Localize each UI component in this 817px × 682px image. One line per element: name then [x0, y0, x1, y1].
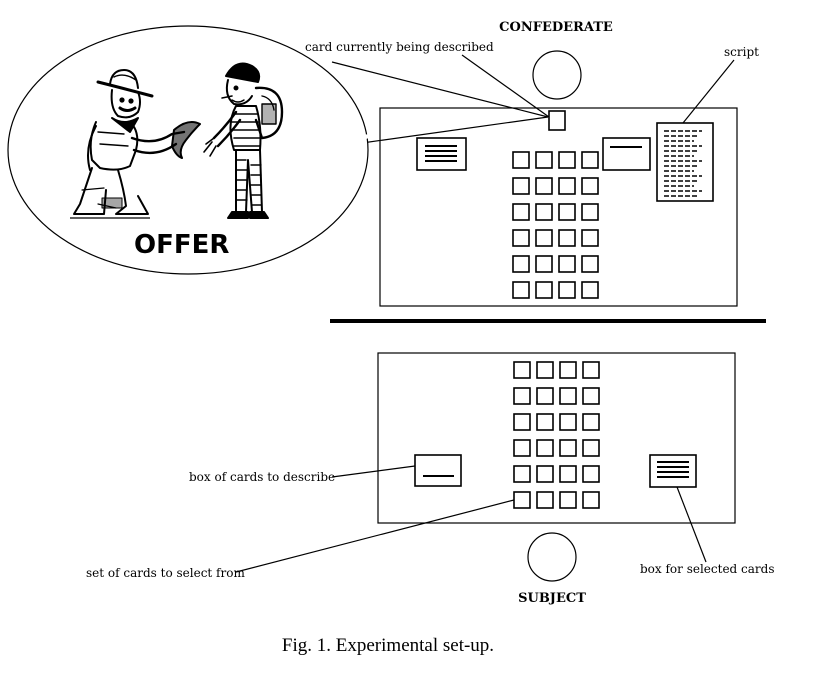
- grid-card: [535, 203, 553, 221]
- grid-card: [535, 229, 553, 247]
- label-card-current: card currently being described: [305, 40, 494, 54]
- subject-label: SUBJECT: [518, 591, 586, 606]
- grid-card: [536, 465, 554, 483]
- confederate-table: [379, 107, 738, 307]
- grid-card: [582, 361, 600, 379]
- grid-card: [536, 413, 554, 431]
- subject-table: [377, 352, 736, 524]
- grid-card: [535, 281, 553, 299]
- leader-box-describe: [331, 465, 416, 478]
- grid-card: [513, 361, 531, 379]
- grid-card: [581, 255, 599, 273]
- grid-card: [512, 177, 530, 195]
- subject-describe-box: [414, 454, 462, 487]
- grid-card: [581, 281, 599, 299]
- grid-card: [558, 229, 576, 247]
- grid-card: [582, 439, 600, 457]
- grid-card: [558, 151, 576, 169]
- illustration-bubble: [7, 25, 549, 275]
- hiker-figure: [203, 62, 284, 219]
- cowboy-figure: [73, 69, 201, 215]
- grid-card: [582, 387, 600, 405]
- grid-card: [536, 387, 554, 405]
- grid-card: [536, 361, 554, 379]
- label-box-describe: box of cards to describe: [189, 470, 335, 484]
- label-set-select: set of cards to select from: [86, 566, 245, 580]
- subject-seat: [527, 532, 577, 582]
- script-sheet: [656, 122, 714, 202]
- grid-card: [558, 177, 576, 195]
- subject-card-grid: [513, 361, 600, 509]
- grid-card: [559, 465, 577, 483]
- grid-card: [513, 413, 531, 431]
- grid-card: [513, 465, 531, 483]
- leader-card-current: [461, 54, 550, 118]
- grid-card: [536, 491, 554, 509]
- grid-card: [512, 281, 530, 299]
- grid-card: [581, 177, 599, 195]
- grid-card: [581, 229, 599, 247]
- grid-card: [513, 439, 531, 457]
- leader-script: [682, 59, 735, 124]
- grid-card: [581, 151, 599, 169]
- subject-selected-box: [649, 454, 697, 488]
- grid-card: [559, 439, 577, 457]
- grid-card: [536, 439, 554, 457]
- confederate-seat: [532, 50, 582, 100]
- grid-card: [513, 491, 531, 509]
- confederate-card-box: [416, 137, 467, 171]
- grid-card: [512, 229, 530, 247]
- figure-caption: Fig. 1. Experimental set-up.: [282, 635, 494, 656]
- grid-card: [582, 491, 600, 509]
- grid-card: [558, 203, 576, 221]
- grid-card: [535, 151, 553, 169]
- label-script: script: [724, 45, 759, 59]
- grid-card: [559, 387, 577, 405]
- current-card: [548, 110, 566, 131]
- grid-card: [558, 255, 576, 273]
- grid-card: [581, 203, 599, 221]
- grid-card: [535, 255, 553, 273]
- confederate-label: CONFEDERATE: [499, 20, 613, 35]
- grid-card: [582, 413, 600, 431]
- leader-set-select: [235, 499, 515, 573]
- grid-card: [559, 413, 577, 431]
- grid-card: [558, 281, 576, 299]
- label-box-selected: box for selected cards: [640, 562, 775, 576]
- grid-card: [582, 465, 600, 483]
- grid-card: [559, 361, 577, 379]
- grid-card: [512, 203, 530, 221]
- illustration-word: OFFER: [134, 230, 229, 260]
- leader-box-selected: [676, 486, 707, 563]
- grid-card: [535, 177, 553, 195]
- grid-card: [559, 491, 577, 509]
- grid-card: [513, 387, 531, 405]
- grid-card: [512, 255, 530, 273]
- confederate-target-box: [602, 137, 651, 171]
- grid-card: [512, 151, 530, 169]
- confederate-card-grid: [512, 151, 599, 299]
